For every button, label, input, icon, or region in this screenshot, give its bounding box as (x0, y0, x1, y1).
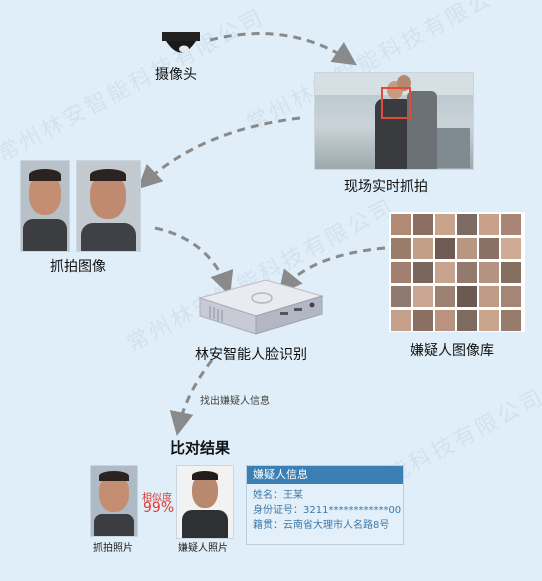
live-capture-label: 现场实时抓拍 (344, 179, 428, 195)
captured-face-2 (76, 160, 141, 252)
suspect-info-card: 嫌疑人信息 姓名：王某 身份证号：3211************00 籍贯：云… (246, 465, 404, 545)
arrow-camera-to-live (209, 32, 357, 66)
similarity-label: 相似度 (142, 493, 172, 504)
suspect-database-grid (389, 212, 525, 332)
captured-photo (90, 465, 138, 537)
suspect-database-label: 嫌疑人图像库 (410, 343, 494, 359)
arrow-recognition-to-results (169, 359, 214, 436)
suspect-name: 姓名：王某 (253, 490, 303, 501)
captured-face-1 (20, 160, 70, 252)
arrow-db-to-recognition (278, 246, 386, 295)
suspect-info-title: 嫌疑人信息 (247, 466, 403, 484)
suspect-photo-label: 嫌疑人照片 (178, 543, 228, 554)
suspect-id-number: 身份证号：3211************00 (253, 505, 402, 516)
camera-label: 摄像头 (155, 67, 197, 83)
captured-images-label: 抓拍图像 (50, 259, 106, 275)
arrow-live-to-captured (137, 116, 301, 190)
suspect-origin: 籍贯：云南省大理市人名路8号 (253, 520, 390, 531)
recognition-device-icon (198, 279, 324, 335)
live-capture-photo (314, 72, 474, 170)
similarity-value: 99% (143, 500, 175, 516)
arrow-captured-to-recognition (154, 226, 234, 296)
recognition-label: 林安智能人脸识别 (195, 347, 307, 363)
camera-icon (162, 32, 200, 53)
captured-photo-label: 抓拍照片 (93, 543, 133, 554)
find-suspect-label: 找出嫌疑人信息 (200, 396, 270, 407)
suspect-photo (176, 465, 234, 539)
results-title: 比对结果 (170, 439, 231, 457)
